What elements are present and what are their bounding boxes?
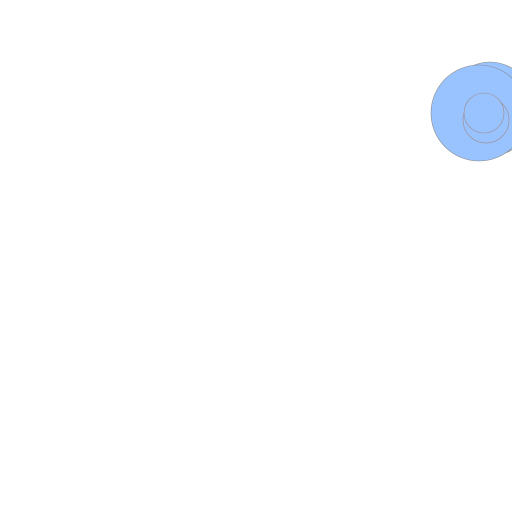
cylinder-icon[interactable]: [430, 61, 512, 162]
cylinder-hole-front: [463, 92, 505, 134]
